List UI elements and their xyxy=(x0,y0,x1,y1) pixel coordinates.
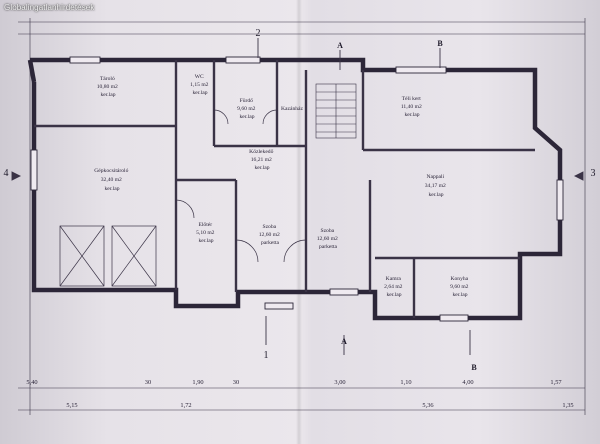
staircase xyxy=(315,83,357,139)
bottom-dim-10: 1,72 xyxy=(180,402,191,409)
section-label-a-bottom: A xyxy=(341,337,347,346)
garage-doors xyxy=(59,225,157,287)
bottom-dim-12: 1,35 xyxy=(562,402,573,409)
interior-walls xyxy=(34,60,535,318)
room-label-room-2: Szoba 12,60 m2 parketta xyxy=(317,228,340,250)
bottom-dim-5: 3,00 xyxy=(334,379,345,386)
section-label-b-bottom: B xyxy=(471,363,477,372)
room-label-bathroom: Fürdő 9,60 m2 ker.lap xyxy=(237,98,257,120)
bottom-dim-7: 4,00 xyxy=(462,379,473,386)
bottom-dim-9: 5,15 xyxy=(66,402,77,409)
room-label-pantry: Kamra 2,64 m2 ker.lap xyxy=(384,276,404,298)
page-fold xyxy=(296,0,302,444)
windows xyxy=(30,56,564,322)
section-markers xyxy=(11,38,584,355)
room-label-boiler: Kazánház xyxy=(281,106,304,112)
room-label-living-room: Nappali 34,17 m2 ker.lap xyxy=(425,174,448,198)
section-label-a-top: A xyxy=(337,41,343,50)
axis-label-2: 2 xyxy=(256,28,261,39)
bottom-dim-8: 1,57 xyxy=(550,379,562,386)
bottom-dim-11: 5,36 xyxy=(422,402,433,409)
section-label-b-top: B xyxy=(437,39,443,48)
room-label-room-1: Szoba 12,60 m2 parketta xyxy=(259,224,282,246)
room-label-wc: WC 1,15 m2 ker.lap xyxy=(190,74,210,96)
bottom-dim-2: 30 xyxy=(145,379,151,386)
bottom-dim-4: 30 xyxy=(233,379,239,386)
axis-label-4: 4 xyxy=(4,168,9,179)
room-label-entry: Előtér 5,10 m2 ker.lap xyxy=(196,222,216,244)
door-swings xyxy=(175,109,307,263)
room-label-hall: Közlekedő 16,21 m2 ker.lap xyxy=(249,149,275,171)
bottom-dim-1: 5,40 xyxy=(26,379,37,386)
bottom-dim-6: 1,10 xyxy=(400,379,411,386)
room-label-storage: Tároló 10,80 m2 ker.lap xyxy=(97,76,120,98)
watermark-text: Globalingatlanhirdetések xyxy=(4,3,95,12)
room-label-winter-garden: Téli kert 11,40 m2 ker.lap xyxy=(401,96,423,118)
axis-label-1: 1 xyxy=(264,350,269,361)
room-label-machine-storage: Gépkocsitároló 32,40 m2 ker.lap xyxy=(94,168,130,192)
axis-label-3: 3 xyxy=(591,168,596,179)
bottom-dim-3: 1,90 xyxy=(192,379,203,386)
room-label-kitchen: Konyha 9,60 m2 ker.lap xyxy=(450,276,470,298)
exterior-walls xyxy=(27,57,563,321)
